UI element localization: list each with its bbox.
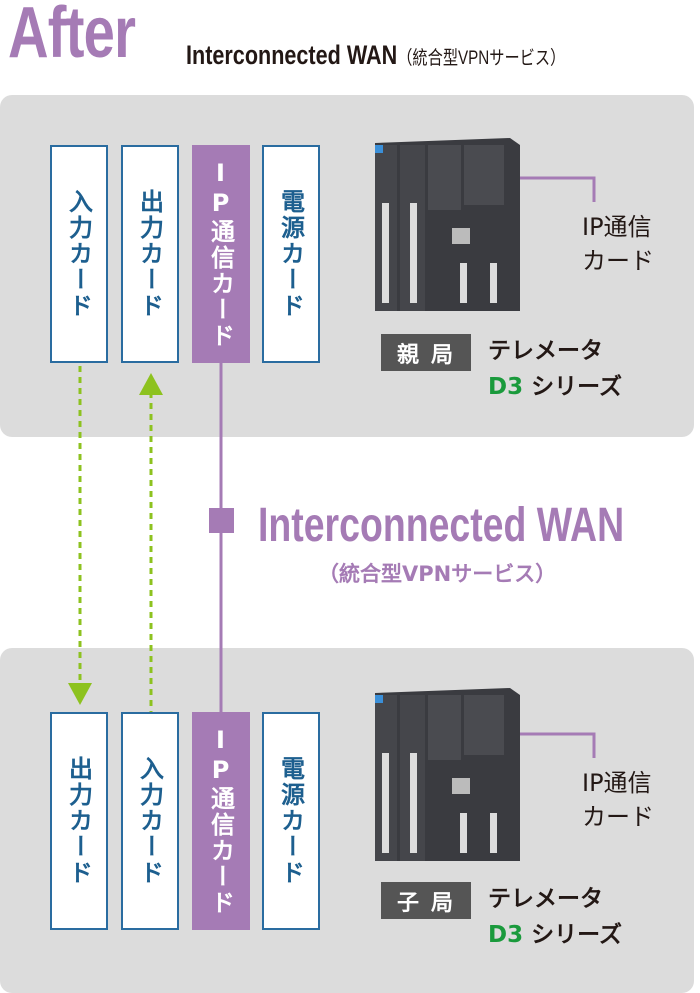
card-label: 出力カード — [135, 189, 164, 319]
child-output-card: 出力カード — [50, 712, 108, 930]
child-ip-card: IP通信カード — [192, 712, 250, 930]
series-label: シリーズ — [523, 374, 622, 400]
parent-telemeter-device-image — [375, 138, 520, 311]
child-telemeter-device-image — [375, 688, 520, 861]
card-label: 出力カード — [64, 756, 93, 886]
product-series: D3 シリーズ — [488, 917, 622, 953]
child-power-card: 電源カード — [262, 712, 320, 930]
product-d3: D3 — [488, 374, 524, 400]
card-label: 電源カード — [276, 189, 305, 319]
callout-line2: カード — [582, 803, 654, 831]
wan-label: Interconnected WAN — [258, 499, 625, 552]
callout-line2: カード — [582, 247, 654, 275]
wan-note: （統合型VPNサービス） — [318, 562, 557, 586]
product-name: テレメータ — [488, 338, 603, 364]
child-product: テレメータ D3 シリーズ — [488, 881, 622, 953]
child-role-badge: 子局 — [381, 882, 471, 919]
card-label: IP通信カード — [206, 726, 235, 916]
parent-ip-callout: IP通信カード — [582, 210, 654, 278]
down-arrow-head-icon — [68, 683, 92, 705]
series-label: シリーズ — [523, 922, 622, 948]
subtitle-text: Interconnected WAN — [186, 40, 398, 70]
parent-product: テレメータ D3 シリーズ — [488, 333, 622, 405]
page-subtitle: Interconnected WAN（統合型VPNサービス） — [186, 40, 565, 71]
parent-ip-card: IP通信カード — [192, 145, 250, 363]
parent-station-panel — [0, 95, 694, 437]
up-arrow-head-icon — [139, 373, 163, 395]
parent-output-card: 出力カード — [121, 145, 179, 363]
callout-line1: IP通信 — [582, 769, 652, 797]
card-label: 電源カード — [276, 756, 305, 886]
parent-input-card: 入力カード — [50, 145, 108, 363]
card-label: 入力カード — [135, 756, 164, 886]
subtitle-note: （統合型VPNサービス） — [397, 48, 566, 69]
wan-node-square — [209, 508, 234, 533]
callout-line1: IP通信 — [582, 213, 652, 241]
parent-role-badge: 親局 — [381, 334, 471, 371]
card-label: IP通信カード — [206, 159, 235, 349]
card-label: 入力カード — [64, 189, 93, 319]
product-d3: D3 — [488, 922, 524, 948]
child-input-card: 入力カード — [121, 712, 179, 930]
parent-power-card: 電源カード — [262, 145, 320, 363]
child-station-panel — [0, 648, 694, 993]
child-ip-callout: IP通信カード — [582, 766, 654, 834]
page-title: After — [8, 0, 136, 73]
product-series: D3 シリーズ — [488, 369, 622, 405]
product-name: テレメータ — [488, 886, 603, 912]
